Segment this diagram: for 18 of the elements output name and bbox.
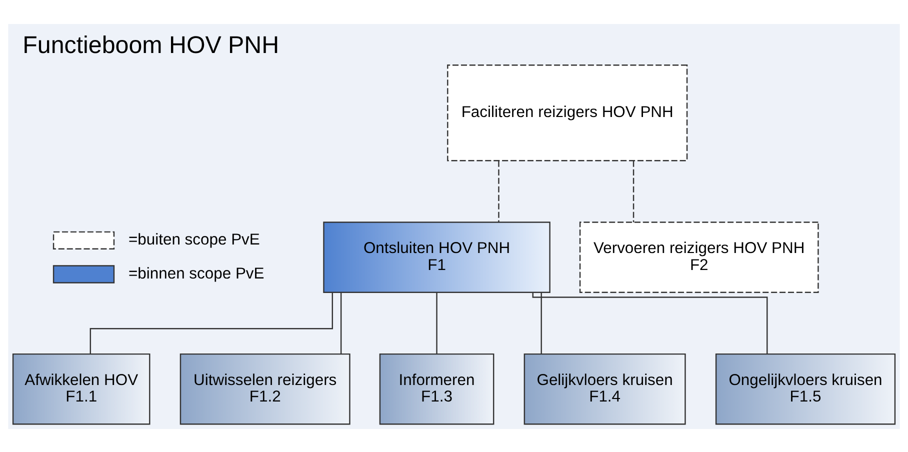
connector: [340, 292, 342, 354]
node-box: Faciliteren reizigers HOV PNH: [447, 64, 688, 161]
legend-label: =buiten scope PvE: [128, 231, 260, 248]
connector: [436, 292, 438, 354]
connector: [632, 160, 634, 222]
legend-label: =binnen scope PvE: [128, 264, 264, 282]
node-box: Vervoeren reizigers HOV PNH F2: [579, 221, 819, 292]
connector: [90, 292, 333, 354]
node-box: Gelijkvloers kruisen F1.4: [524, 352, 686, 424]
connector: [498, 160, 500, 222]
node-box: Afwikkelen HOV F1.1: [12, 352, 150, 424]
connector: [532, 292, 768, 354]
node-box: Ongelijkvloers kruisen F1.5: [715, 352, 896, 424]
diagram-title: Functieboom HOV PNH: [22, 32, 280, 59]
connector: [540, 292, 542, 354]
node-box: Ontsluiten HOV PNH F1: [323, 221, 550, 292]
node-box: Informeren F1.3: [379, 352, 494, 424]
node-box: Uitwisselen reizigers F1.2: [180, 352, 350, 424]
